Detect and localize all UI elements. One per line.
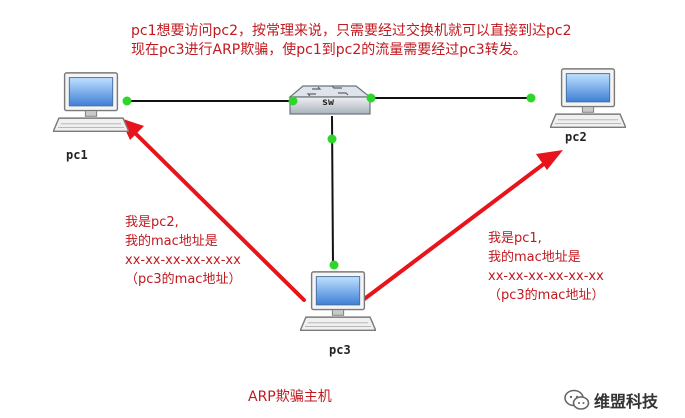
pc1-computer-icon xyxy=(53,72,129,133)
spoof-pc1-line-3: xx-xx-xx-xx-xx-xx xyxy=(125,253,241,268)
spoof-pc2-line-1: 我是pc1, xyxy=(488,231,542,246)
pc3-computer-icon xyxy=(300,271,376,332)
spoof-pc2-line-4: （pc3的mac地址） xyxy=(488,288,605,303)
watermark: 维盟科技 xyxy=(564,388,658,412)
spoof-arrow-to-pc2 xyxy=(361,150,563,302)
switch-icon xyxy=(288,85,372,115)
spoof-pc1-line-4: （pc3的mac地址） xyxy=(125,272,242,287)
switch-label: sw xyxy=(322,97,335,108)
caption-arp-spoof-host: ARP欺骗主机 xyxy=(248,389,332,405)
wechat-icon xyxy=(564,389,590,410)
pc3-label: pc3 xyxy=(329,343,351,357)
link-dots xyxy=(122,93,536,270)
spoof-pc1-line-2: 我的mac地址是 xyxy=(125,234,218,249)
spoof-pc2-line-2: 我的mac地址是 xyxy=(488,250,581,265)
spoof-pc1-line-1: 我是pc2, xyxy=(125,215,179,230)
spoof-pc2-line-3: xx-xx-xx-xx-xx-xx xyxy=(488,269,604,284)
pc2-computer-icon xyxy=(550,68,626,129)
pc1-label: pc1 xyxy=(66,148,88,162)
pc2-label: pc2 xyxy=(565,130,587,144)
watermark-name: 维盟科技 xyxy=(594,392,659,411)
note-line-2: 现在pc3进行ARP欺骗，使pc1到pc2的流量需要经过pc3转发。 xyxy=(131,42,527,58)
note-line-1: pc1想要访问pc2，按常理来说，只需要经过交换机就可以直接到达pc2 xyxy=(131,23,572,39)
